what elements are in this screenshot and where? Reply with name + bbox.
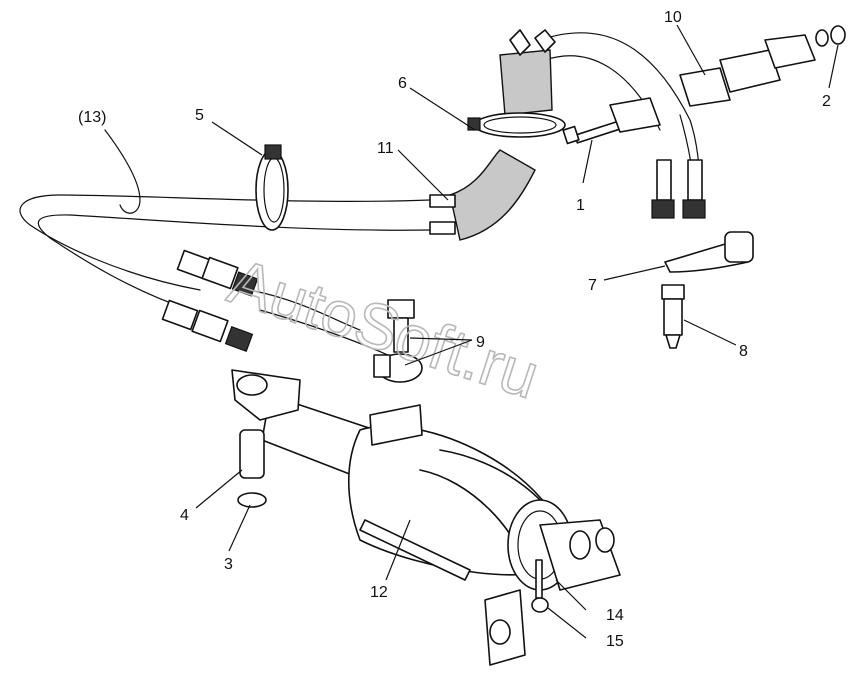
callout-5: 5 <box>195 107 204 124</box>
callout-4: 4 <box>180 507 189 524</box>
callout-9: 9 <box>476 334 485 351</box>
hose-upper-11 <box>429 29 566 241</box>
callout-15: 15 <box>606 633 624 650</box>
cylinder-12 <box>261 394 621 591</box>
hose-fittings <box>161 249 259 352</box>
sensor-8 <box>651 159 754 349</box>
banjo-bolt-9 <box>373 299 423 383</box>
callout-13: (13) <box>78 109 106 126</box>
callout-11: 11 <box>377 140 394 157</box>
callout-12: 12 <box>370 584 388 601</box>
callout-1: 1 <box>576 197 585 214</box>
callout-7: 7 <box>588 277 597 294</box>
bracket-15 <box>484 559 549 666</box>
clamp-assembly <box>562 25 846 145</box>
callout-8: 8 <box>739 343 748 360</box>
callouts: 1 2 3 4 5 6 7 8 9 10 11 12 (13) 14 15 <box>78 9 831 650</box>
callout-2: 2 <box>822 93 831 110</box>
callout-14: 14 <box>606 607 624 624</box>
rod-end-left <box>231 369 301 508</box>
hose-clamp-5 <box>255 144 289 231</box>
leader-lines <box>195 24 839 639</box>
callout-6: 6 <box>398 75 407 92</box>
callout-3: 3 <box>224 556 233 573</box>
callout-10: 10 <box>664 9 682 26</box>
